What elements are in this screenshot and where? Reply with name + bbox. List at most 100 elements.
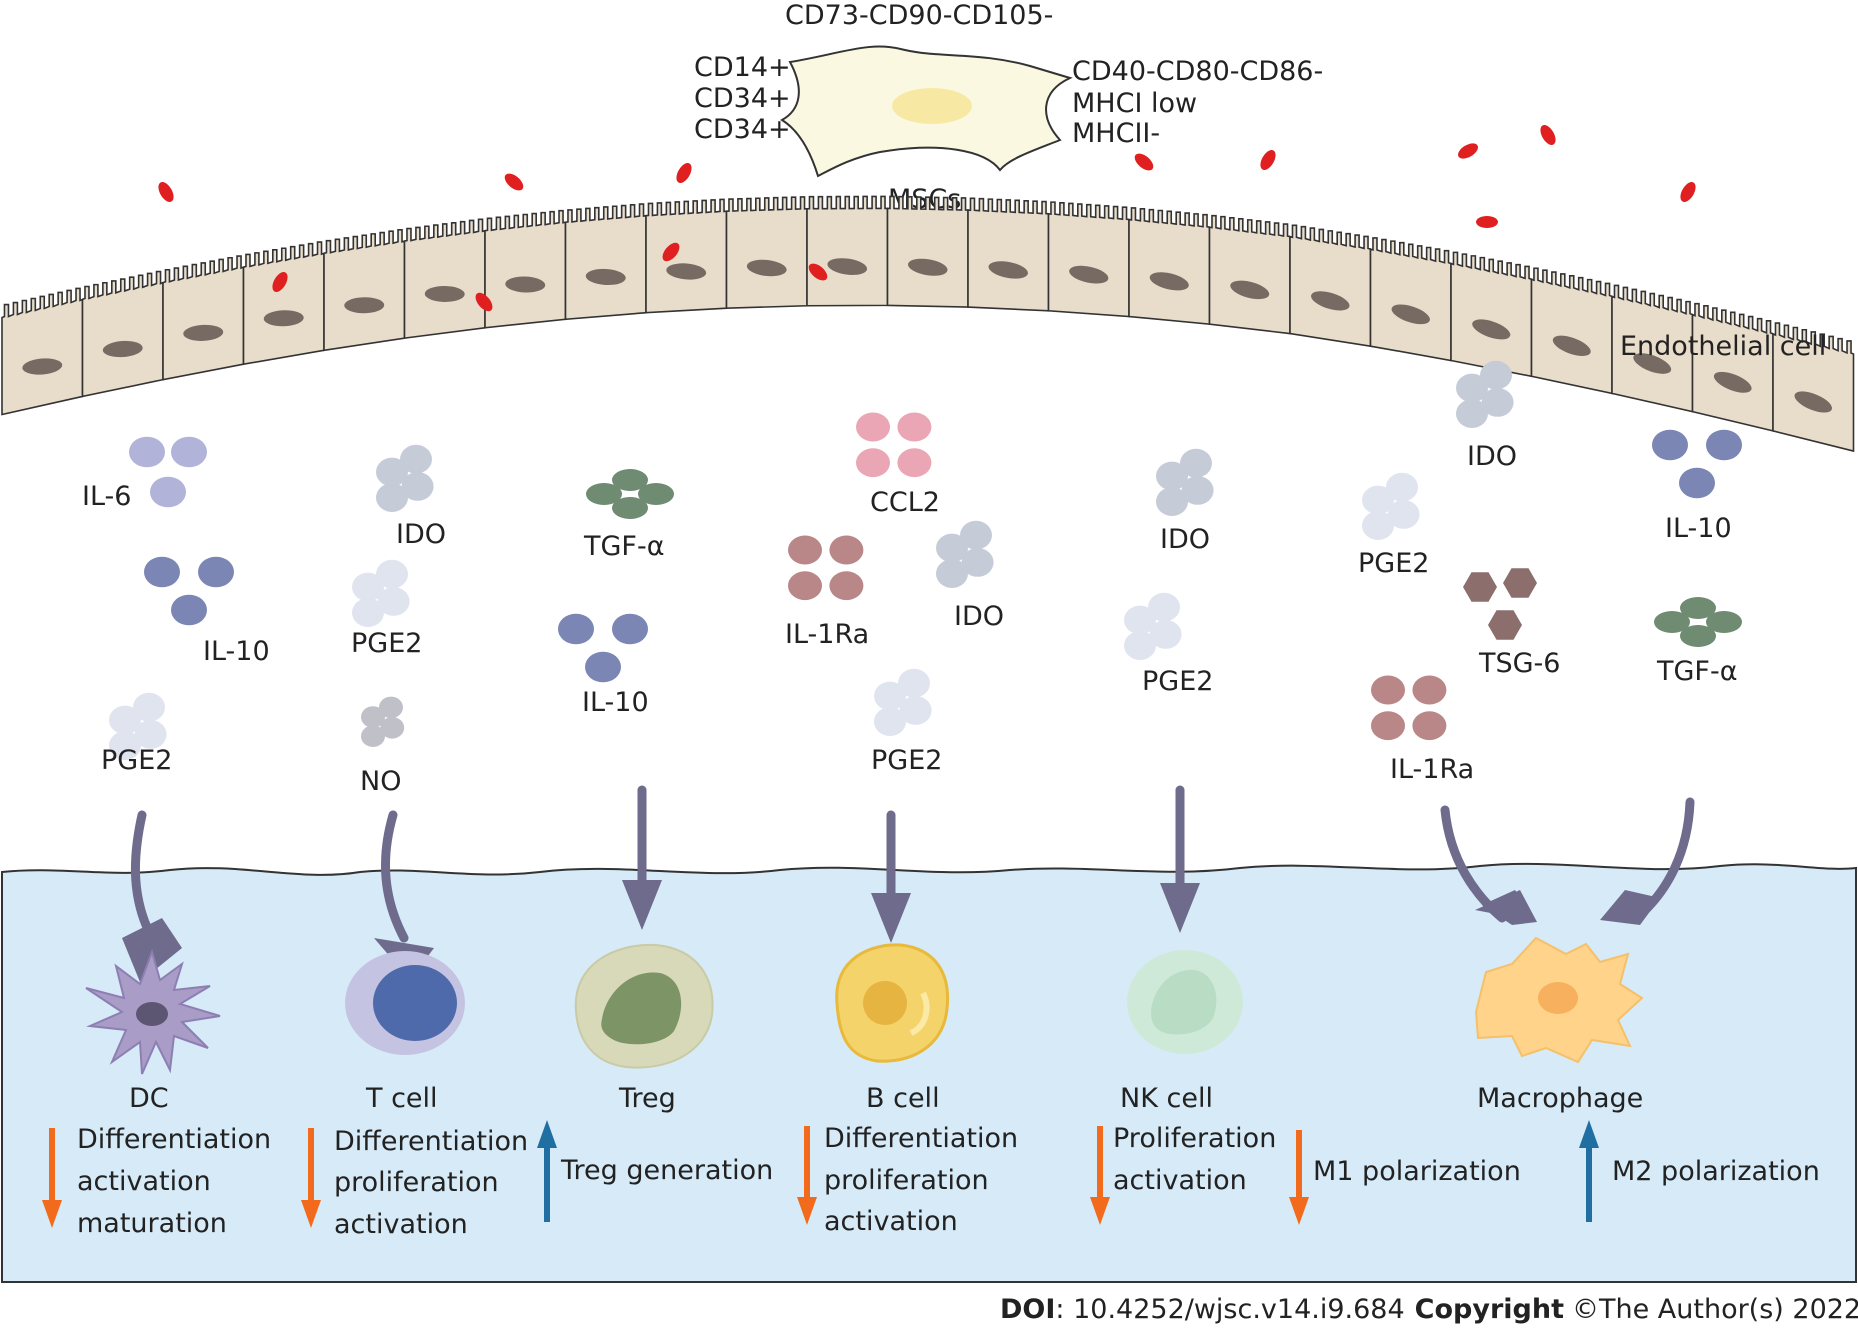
endothelial-cell [484,209,567,329]
il1ra-cluster-mac-dot [1412,675,1447,705]
tcell-effect-1: Differentiation [334,1126,528,1157]
dc-il6-label: IL-6 [82,481,131,512]
ccl2-cluster-dot [856,412,890,442]
il10-cluster-treg-dot [558,613,594,645]
tcell-effect-3: activation [334,1209,468,1240]
mac-pge2-label: PGE2 [1358,548,1429,579]
il6-cluster-dot [129,436,165,468]
pge2-cluster-nk [1124,592,1182,660]
nk-effect-1: Proliferation [1113,1123,1276,1154]
macrophage-cell [1474,936,1644,1064]
red-blood-cell [475,292,493,312]
m1-down-arrow [1289,1130,1309,1225]
tgf-cluster-mac [1654,597,1742,647]
endothelial-nucleus [1230,280,1270,300]
pge2-cluster-bcell-dot [874,681,906,711]
bcell-effect-2: proliferation [824,1165,989,1196]
dc-pge2-label: PGE2 [101,745,172,776]
ido-cluster-mac-dot [1456,373,1488,403]
tissue-region [1,862,1857,1283]
nk-name: NK cell [1120,1083,1213,1114]
no-cluster-dot [380,717,405,739]
ccl2-cluster [856,412,932,478]
endothelial-nucleus [1472,319,1511,340]
flow-arrowhead-treg [622,880,662,930]
tgf-cluster-treg-dot [612,497,648,519]
dc-il10-label: IL-10 [203,636,270,667]
endothelial-nucleus [1149,272,1189,291]
ido-cluster-mac [1456,360,1514,428]
flow-arrowhead-mac-left [1475,890,1537,925]
ido-cluster-nk-dot [1181,476,1214,505]
il1ra-cluster-bcell [788,535,864,601]
red-blood-cell [662,242,680,262]
ido-cluster-bcell [936,520,994,588]
red-blood-cell [272,272,288,292]
pge2-cluster-dc-dot [109,731,141,760]
bcell-effect-1: Differentiation [824,1123,1018,1154]
endothelial-nucleus [827,258,868,275]
endothelial-nucleus [102,340,143,358]
no-cluster-dot [379,696,403,719]
pge2-cluster-nk-dot [1124,631,1156,660]
endothelial-nucleus [344,297,385,314]
endothelial-cell [403,218,486,340]
il1ra-cluster-mac-dot [1371,711,1405,741]
msc-right-marker-2: MHCI low [1072,88,1197,119]
pge2-cluster-dc-dot [109,705,141,735]
flow-arrow-tcell [381,810,409,943]
endothelial-nucleus [1552,335,1591,356]
nk-cell [1127,950,1243,1054]
endothelial-cell-label: Endothelial cell [1620,331,1826,362]
dc-cell [85,948,221,1075]
red-blood-cell [1680,182,1696,202]
dc-effect-2: activation [77,1166,211,1197]
ido-cluster-bcell-dot [961,548,994,577]
endothelial-nucleus [183,324,224,341]
flow-arrowhead-bcell [871,893,911,943]
ido-cluster-bcell-dot [936,559,968,588]
dc-nucleus [136,1002,168,1026]
ido-cluster-tcell-dot [376,457,408,487]
red-blood-cell [1540,125,1556,145]
endothelial-cell [162,255,245,381]
endothelial-nucleus [424,285,465,302]
endothelial-nucleus [1713,371,1752,393]
tcell-effect-2: proliferation [334,1167,499,1198]
endothelial-cell [967,197,1050,312]
endothelial-cell [1369,237,1452,362]
tcell-name: T cell [365,1083,438,1114]
tgf-cluster-treg-dot [612,469,648,491]
pge2-cluster-mac [1362,472,1420,540]
tgf-cluster-treg-dot [586,483,622,505]
copyright-label: Copyright [1415,1294,1564,1325]
pge2-cluster-mac-dot [1386,472,1418,502]
endothelial-cell [323,229,406,352]
msc-right-marker-3: MHCII- [1072,118,1160,149]
tgf-cluster-mac-dot [1680,597,1716,619]
il10-cluster-treg-dot [585,651,621,683]
dc-effect-3: maturation [77,1208,227,1239]
endothelial-nucleus [505,276,546,293]
endothelial-cell [725,196,808,310]
nk-nucleus [1151,969,1217,1035]
treg-effect-1: Treg generation [560,1155,773,1186]
il10-cluster-treg-dot [612,613,648,645]
pge2-cluster-bcell [874,668,932,736]
flow-arrowhead-mac-right [1600,890,1660,925]
pge2-cluster-tcell-dot [377,587,410,616]
ido-cluster-tcell-dot [400,444,432,474]
endothelial-nucleus [1391,304,1430,325]
endothelial-nucleus [666,263,707,280]
ido-cluster-tcell-dot [401,472,434,501]
ido-cluster-mac-dot [1456,399,1488,428]
bcell-ido-label: IDO [954,601,1004,632]
il1ra-cluster-bcell-dot [788,571,822,601]
tgf-cluster-mac-dot [1706,611,1742,633]
il10-cluster-mac-dot [1706,429,1742,461]
tsg6-cluster-hex [1488,610,1522,640]
endothelium-layer [1,195,1855,453]
msc-left-marker-3: CD34+ [694,114,791,145]
bcell-pge2-label: PGE2 [871,745,942,776]
